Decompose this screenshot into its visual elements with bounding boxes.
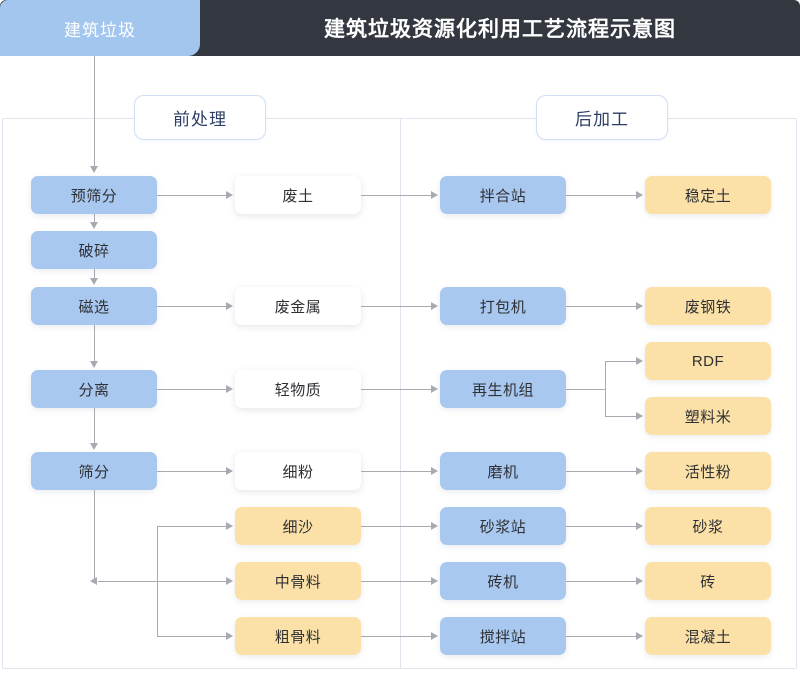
node-scrap-steel[interactable]: 废钢铁 — [645, 287, 771, 325]
node-concrete-station[interactable]: 搅拌站 — [440, 617, 566, 655]
connector-mortarstation-to-mortar — [566, 526, 638, 527]
node-rdf[interactable]: RDF — [645, 342, 771, 380]
connector-mixingstation-to-stabilizedsoil — [566, 195, 638, 196]
arrowhead-down — [90, 222, 98, 229]
node-magnetic-separation[interactable]: 磁选 — [31, 287, 157, 325]
arrowhead-right — [636, 412, 643, 420]
node-mill[interactable]: 磨机 — [440, 452, 566, 490]
arrowhead-right — [431, 302, 438, 310]
connector-to-fine-sand — [157, 526, 228, 527]
node-sieving[interactable]: 筛分 — [31, 452, 157, 490]
node-stabilized-soil[interactable]: 稳定土 — [645, 176, 771, 214]
arrowhead-right — [226, 385, 233, 393]
node-mixing-station[interactable]: 拌合站 — [440, 176, 566, 214]
connector-sieve-down-trunk — [94, 490, 95, 581]
arrowhead-right — [431, 385, 438, 393]
connector-mill-to-activepowder — [566, 471, 638, 472]
arrowhead-right — [636, 522, 643, 530]
node-light-material[interactable]: 轻物质 — [235, 370, 361, 408]
node-waste-metal[interactable]: 废金属 — [235, 287, 361, 325]
arrowhead-right — [226, 467, 233, 475]
arrowhead-right — [636, 357, 643, 365]
arrowhead-right — [431, 577, 438, 585]
connector-wastemetal-to-baler — [361, 306, 433, 307]
arrowhead-right — [226, 302, 233, 310]
arrowhead-down — [90, 166, 98, 173]
arrowhead-right — [226, 191, 233, 199]
connector-magnetic-to-wastemetal — [157, 306, 228, 307]
node-waste-soil[interactable]: 废土 — [235, 176, 361, 214]
connector-recyclingunit-split-stem — [566, 389, 606, 390]
node-brick[interactable]: 砖 — [645, 562, 771, 600]
connector-to-coarse-aggregate — [157, 636, 228, 637]
connector-magnetic-to-separate — [94, 325, 95, 363]
connector-crush-to-magnetic — [94, 269, 95, 280]
arrowhead-right — [431, 191, 438, 199]
arrowhead-right — [636, 467, 643, 475]
connector-finepowder-to-mill — [361, 471, 433, 472]
connector-lightmaterial-to-recyclingunit — [361, 389, 433, 390]
connector-preseparation-to-crush — [94, 214, 95, 225]
node-mortar[interactable]: 砂浆 — [645, 507, 771, 545]
connector-brickmachine-to-brick — [566, 581, 638, 582]
connector-aggregate-split-trunk — [157, 526, 158, 637]
connector-to-medium-aggregate — [98, 581, 228, 582]
node-crushing[interactable]: 破碎 — [31, 231, 157, 269]
node-recycling-unit[interactable]: 再生机组 — [440, 370, 566, 408]
arrowhead-right — [226, 632, 233, 640]
node-active-powder[interactable]: 活性粉 — [645, 452, 771, 490]
section-label-postprocessing: 后加工 — [536, 95, 668, 140]
connector-to-rdf — [605, 361, 638, 362]
header-tab-construction-waste[interactable]: 建筑垃圾 — [0, 0, 200, 56]
arrowhead-right — [636, 632, 643, 640]
arrowhead-right — [636, 302, 643, 310]
arrowhead-right — [636, 577, 643, 585]
section-label-pretreatment: 前处理 — [134, 95, 266, 140]
arrowhead-right — [431, 522, 438, 530]
arrowhead-down — [90, 443, 98, 450]
connector-separate-to-sieve — [94, 408, 95, 446]
content-panel — [2, 118, 797, 669]
arrowhead-left — [90, 577, 97, 585]
connector-baler-to-scrapsteel — [566, 306, 638, 307]
node-separation[interactable]: 分离 — [31, 370, 157, 408]
arrowhead-right — [431, 632, 438, 640]
connector-recyclingunit-split-trunk — [605, 361, 606, 416]
connector-finesand-to-mortarstation — [361, 526, 433, 527]
node-concrete[interactable]: 混凝土 — [645, 617, 771, 655]
arrowhead-right — [636, 191, 643, 199]
arrowhead-down — [90, 361, 98, 368]
connector-coarseaggregate-to-concretestation — [361, 636, 433, 637]
node-mortar-station[interactable]: 砂浆站 — [440, 507, 566, 545]
node-fine-powder[interactable]: 细粉 — [235, 452, 361, 490]
connector-preseparation-to-wastesoil — [157, 195, 228, 196]
node-medium-aggregate[interactable]: 中骨料 — [235, 562, 361, 600]
node-plastic-pellet[interactable]: 塑料米 — [645, 397, 771, 435]
connector-wastesoil-to-mixingstation — [361, 195, 433, 196]
connector-separate-to-lightmaterial — [157, 389, 228, 390]
node-preseparation[interactable]: 预筛分 — [31, 176, 157, 214]
connector-concretestation-to-concrete — [566, 636, 638, 637]
arrowhead-right — [226, 522, 233, 530]
node-coarse-aggregate[interactable]: 粗骨料 — [235, 617, 361, 655]
arrowhead-right — [226, 577, 233, 585]
connector-sieve-to-finepowder — [157, 471, 228, 472]
node-brick-machine[interactable]: 砖机 — [440, 562, 566, 600]
stage-divider — [400, 118, 401, 669]
arrowhead-right — [431, 467, 438, 475]
arrowhead-down — [90, 278, 98, 285]
node-baler[interactable]: 打包机 — [440, 287, 566, 325]
connector-mediumaggregate-to-brickmachine — [361, 581, 433, 582]
page-title: 建筑垃圾资源化利用工艺流程示意图 — [324, 18, 676, 41]
connector-to-plasticpellet — [605, 416, 638, 417]
node-fine-sand[interactable]: 细沙 — [235, 507, 361, 545]
connector-tab-to-preseparation — [94, 56, 95, 166]
